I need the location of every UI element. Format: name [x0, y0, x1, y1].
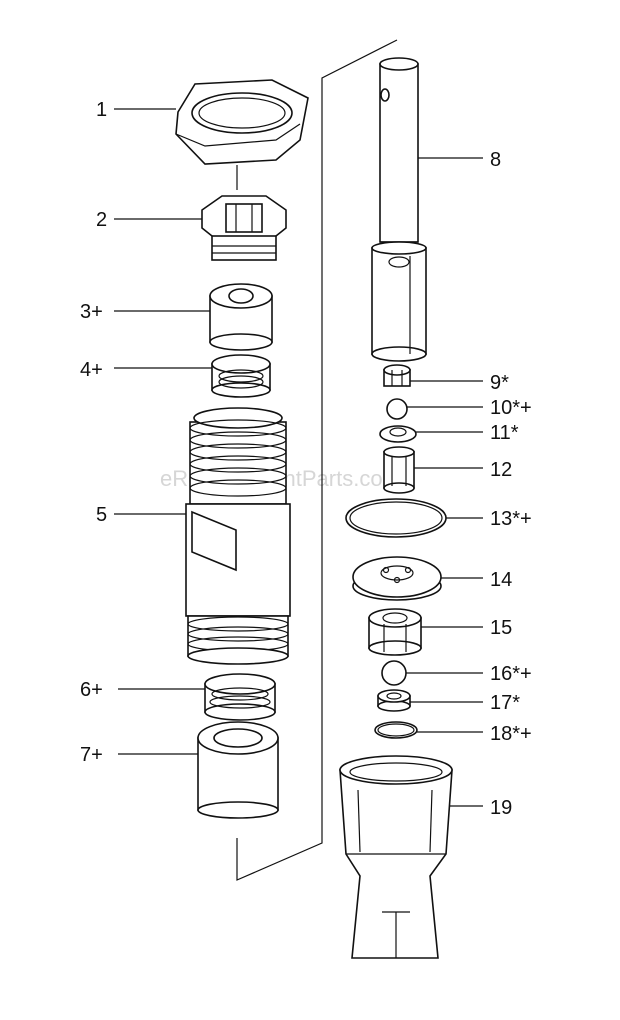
part-6-packing-ring [204, 673, 276, 721]
part-16-ball [381, 660, 407, 686]
label-part-16: 16*+ [490, 663, 532, 685]
part-10-ball [386, 398, 408, 420]
label-part-4: 4+ [80, 359, 103, 381]
part-9-cage [383, 364, 411, 387]
part-5-pump-body [185, 407, 291, 665]
label-part-13: 13*+ [490, 508, 532, 530]
label-part-1: 1 [96, 99, 107, 121]
part-2-hex-fitting [201, 195, 287, 261]
part-12-spring-cage [383, 446, 415, 494]
part-15-cage [368, 608, 422, 656]
part-7-cylinder [197, 721, 279, 819]
part-13-o-ring [345, 498, 447, 538]
part-17-seat [377, 689, 411, 712]
part-4-packing-ring [211, 354, 271, 398]
label-part-2: 2 [96, 209, 107, 231]
label-part-19: 19 [490, 797, 512, 819]
assembly-bracket [236, 39, 398, 881]
label-part-15: 15 [490, 617, 512, 639]
part-19-foot-valve-housing [339, 755, 453, 959]
part-18-o-ring [374, 721, 418, 739]
part-14-disc [352, 556, 442, 601]
label-part-14: 14 [490, 569, 512, 591]
label-part-5: 5 [96, 504, 107, 526]
part-8-piston-rod [371, 57, 427, 362]
label-part-6: 6+ [80, 679, 103, 701]
label-part-10: 10*+ [490, 397, 532, 419]
part-11-seat [379, 425, 417, 443]
label-part-12: 12 [490, 459, 512, 481]
label-part-7: 7+ [80, 744, 103, 766]
part-1-hex-nut [175, 79, 309, 165]
label-part-3: 3+ [80, 301, 103, 323]
part-3-cylinder [209, 283, 273, 351]
label-part-18: 18*+ [490, 723, 532, 745]
label-part-17: 17* [490, 692, 520, 714]
label-part-9: 9* [490, 372, 509, 394]
label-part-8: 8 [490, 149, 501, 171]
label-part-11: 11* [490, 422, 519, 444]
